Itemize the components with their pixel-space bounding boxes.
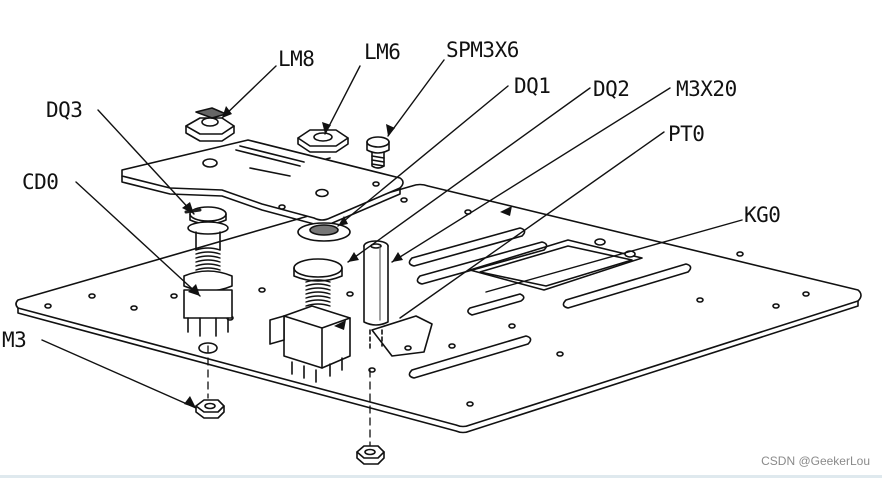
leader-spm3x6 <box>387 59 445 137</box>
label-spm3x6: SPM3X6 <box>446 38 519 62</box>
arrow-spm3x6 <box>386 124 395 136</box>
leader-cd0 <box>75 181 201 297</box>
m3-nut-left <box>195 399 225 419</box>
leader-lines <box>41 59 743 409</box>
label-lm6: LM6 <box>364 40 401 64</box>
lm6-nut <box>297 129 349 153</box>
leader-dq1 <box>337 85 509 227</box>
label-dq2: DQ2 <box>593 77 630 101</box>
label-pt0: PT0 <box>668 122 705 146</box>
arrow-dq3 <box>182 202 194 214</box>
bottom-strip <box>0 475 882 478</box>
label-cd0: CD0 <box>22 170 59 194</box>
leader-dq3 <box>97 109 195 215</box>
arrow-m3 <box>184 396 196 408</box>
arrow-lm8 <box>222 106 232 118</box>
leader-pt0 <box>399 131 665 319</box>
leader-m3 <box>41 339 197 409</box>
arrowheads <box>182 106 512 408</box>
arrow-dq2 <box>348 252 359 262</box>
arrow-m3x20 <box>392 252 403 262</box>
arrow-cd0 <box>188 284 200 296</box>
leader-lm6 <box>324 65 361 135</box>
spm3x6-screw <box>366 136 390 169</box>
centre-switch-stack <box>269 222 351 383</box>
label-m3x20: M3X20 <box>676 77 737 101</box>
lm8-nut <box>185 107 235 142</box>
label-dq1: DQ1 <box>514 74 551 98</box>
watermark: CSDN @GeekerLou <box>761 454 870 468</box>
label-m3: M3 <box>2 328 27 352</box>
arrow-dq1 <box>338 216 348 226</box>
label-lm8: LM8 <box>278 47 315 71</box>
m3-nut-bottom <box>356 445 385 465</box>
m3x20-standoff <box>363 240 389 349</box>
leader-m3x20 <box>391 87 671 263</box>
arrow-switch <box>334 320 346 330</box>
leader-kg0 <box>485 219 743 293</box>
leader-dq2 <box>347 87 591 263</box>
arrow-plate <box>500 206 512 216</box>
arrow-lm6 <box>322 122 331 134</box>
centre-lines <box>207 345 371 447</box>
base-plate <box>15 157 862 434</box>
leader-lm8 <box>221 65 277 119</box>
label-dq3: DQ3 <box>46 98 83 122</box>
label-kg0: KG0 <box>744 203 781 227</box>
